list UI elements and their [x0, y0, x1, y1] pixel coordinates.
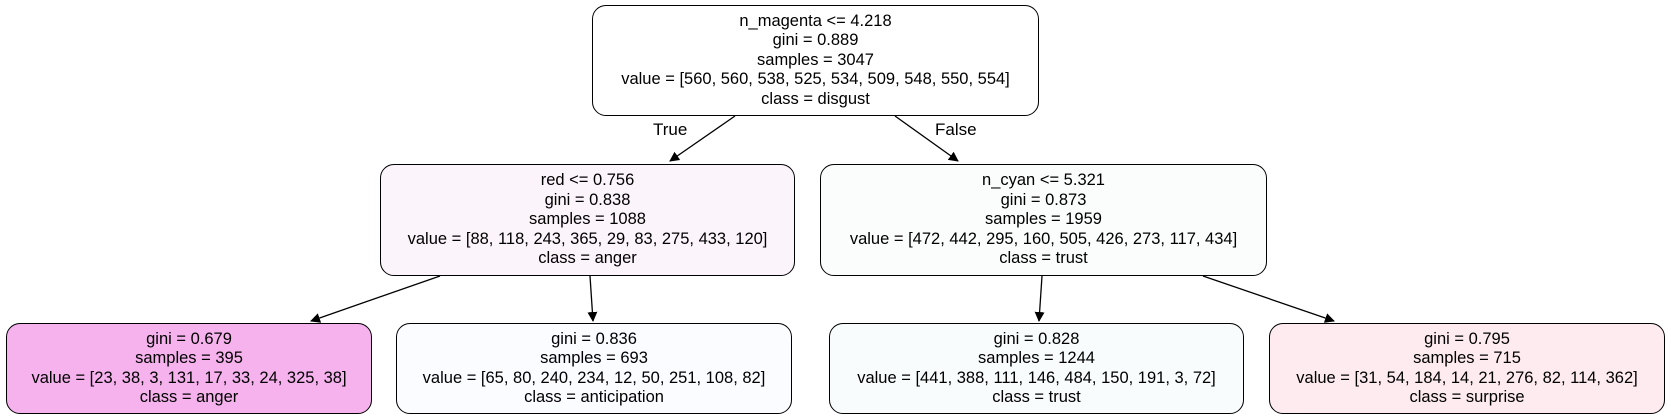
- edge-label-false: False: [935, 120, 977, 139]
- node-class: class = surprise: [1409, 388, 1525, 406]
- edge-root-left: [669, 115, 736, 162]
- node-class: class = trust: [999, 249, 1088, 268]
- node-class: class = anger: [538, 249, 637, 268]
- tree-node-left-left: gini = 0.679 samples = 395 value = [23, …: [6, 323, 372, 414]
- node-samples: samples = 395: [135, 349, 243, 367]
- node-samples: samples = 3047: [757, 50, 874, 69]
- edge-root-right: [894, 115, 959, 162]
- node-split-rule: n_magenta <= 4.218: [739, 11, 892, 30]
- node-gini: gini = 0.828: [993, 329, 1080, 348]
- node-class: class = anticipation: [524, 388, 664, 406]
- edge-right-rr: [1202, 275, 1335, 323]
- node-value: value = [65, 80, 240, 234, 12, 50, 251, …: [422, 368, 766, 387]
- node-samples: samples = 693: [540, 349, 648, 367]
- node-value: value = [441, 388, 111, 146, 484, 150, 1…: [857, 368, 1216, 387]
- tree-node-left-right: gini = 0.836 samples = 693 value = [65, …: [396, 323, 792, 414]
- tree-node-right: n_cyan <= 5.321 gini = 0.873 samples = 1…: [820, 164, 1267, 276]
- node-class: class = trust: [992, 388, 1081, 406]
- edge-right-rl: [1034, 275, 1045, 322]
- node-class: class = disgust: [761, 89, 870, 108]
- node-class: class = anger: [139, 388, 239, 406]
- node-split-rule: n_cyan <= 5.321: [982, 171, 1105, 190]
- node-gini: gini = 0.836: [551, 329, 637, 348]
- tree-node-root: n_magenta <= 4.218 gini = 0.889 samples …: [592, 5, 1039, 116]
- node-samples: samples = 1244: [978, 349, 1095, 367]
- node-samples: samples = 715: [1413, 349, 1521, 367]
- tree-node-right-right: gini = 0.795 samples = 715 value = [31, …: [1269, 323, 1665, 414]
- node-gini: gini = 0.873: [1000, 190, 1087, 209]
- node-value: value = [23, 38, 3, 131, 17, 33, 24, 325…: [31, 368, 347, 387]
- tree-node-left: red <= 0.756 gini = 0.838 samples = 1088…: [380, 164, 795, 276]
- node-value: value = [31, 54, 184, 14, 21, 276, 82, 1…: [1296, 368, 1638, 387]
- node-gini: gini = 0.679: [146, 329, 232, 348]
- node-gini: gini = 0.795: [1424, 329, 1510, 348]
- node-value: value = [472, 442, 295, 160, 505, 426, 2…: [849, 229, 1238, 248]
- node-samples: samples = 1959: [985, 210, 1102, 229]
- edge-left-lr: [587, 275, 598, 322]
- tree-node-right-left: gini = 0.828 samples = 1244 value = [441…: [829, 323, 1244, 414]
- edge-left-ll: [310, 275, 441, 323]
- node-split-rule: red <= 0.756: [540, 171, 635, 190]
- node-samples: samples = 1088: [529, 210, 646, 229]
- node-value: value = [88, 118, 243, 365, 29, 83, 275,…: [407, 229, 768, 248]
- node-value: value = [560, 560, 538, 525, 534, 509, 5…: [621, 70, 1010, 89]
- node-gini: gini = 0.838: [544, 190, 631, 209]
- edge-label-true: True: [653, 120, 688, 139]
- node-gini: gini = 0.889: [772, 31, 859, 50]
